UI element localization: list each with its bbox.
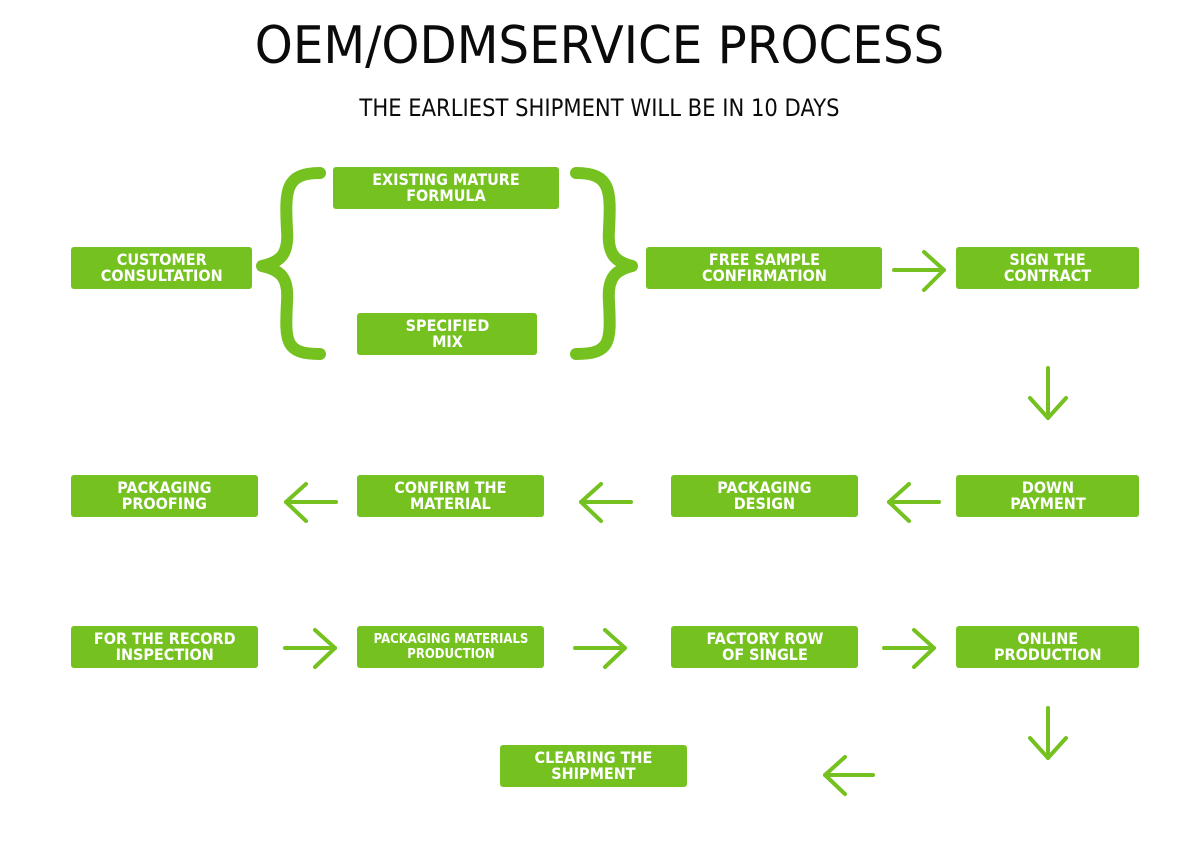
step-clearing-the-shipment: CLEARING THE SHIPMENT [500, 745, 687, 787]
step-customer-consultation: CUSTOMER CONSULTATION [71, 247, 252, 289]
step-online-production: ONLINE PRODUCTION [956, 626, 1139, 668]
step-label: CUSTOMER CONSULTATION [100, 250, 223, 285]
step-label: SIGN THE CONTRACT [1003, 250, 1092, 285]
step-label: PACKAGING MATERIALS PRODUCTION [373, 632, 528, 662]
arrow-left-icon [579, 482, 633, 523]
step-factory-row-of-single: FACTORY ROW OF SINGLE [671, 626, 858, 668]
step-label: PACKAGING DESIGN [717, 478, 812, 513]
arrow-right-icon [892, 250, 946, 292]
step-packaging-proofing: PACKAGING PROOFING [71, 475, 258, 517]
step-label: FREE SAMPLE CONFIRMATION [701, 250, 827, 285]
step-packaging-design: PACKAGING DESIGN [671, 475, 858, 517]
step-for-the-record-inspection: FOR THE RECORD INSPECTION [71, 626, 258, 668]
step-label: FOR THE RECORD INSPECTION [93, 629, 236, 664]
arrow-down-icon [1028, 366, 1068, 420]
step-packaging-materials-production: PACKAGING MATERIALS PRODUCTION [357, 626, 544, 668]
page-title: OEM/ODMSERVICE PROCESS [254, 16, 945, 76]
step-label: CLEARING THE SHIPMENT [534, 748, 653, 783]
arrow-left-icon [887, 482, 941, 523]
page-subtitle: THE EARLIEST SHIPMENT WILL BE IN 10 DAYS [359, 94, 840, 122]
step-specified-mix: SPECIFIED MIX [357, 313, 537, 355]
step-down-payment: DOWN PAYMENT [956, 475, 1139, 517]
arrow-left-icon [284, 482, 338, 523]
step-sign-the-contract: SIGN THE CONTRACT [956, 247, 1139, 289]
arrow-right-icon [573, 628, 627, 669]
arrow-left-icon [823, 755, 875, 796]
step-label: PACKAGING PROOFING [117, 478, 212, 513]
step-confirm-the-material: CONFIRM THE MATERIAL [357, 475, 544, 517]
right-brace-icon [570, 167, 638, 360]
step-free-sample-confirmation: FREE SAMPLE CONFIRMATION [646, 247, 882, 289]
step-label: FACTORY ROW OF SINGLE [706, 629, 823, 664]
step-label: DOWN PAYMENT [1009, 478, 1086, 513]
arrow-right-icon [882, 628, 936, 669]
arrow-right-icon [283, 628, 337, 669]
step-existing-mature-formula: EXISTING MATURE FORMULA [333, 167, 559, 209]
left-brace-icon [256, 167, 326, 360]
step-label: ONLINE PRODUCTION [993, 629, 1102, 664]
arrow-down-icon [1028, 706, 1068, 760]
step-label: EXISTING MATURE FORMULA [372, 170, 520, 205]
step-label: CONFIRM THE MATERIAL [394, 478, 507, 513]
step-label: SPECIFIED MIX [405, 316, 489, 351]
